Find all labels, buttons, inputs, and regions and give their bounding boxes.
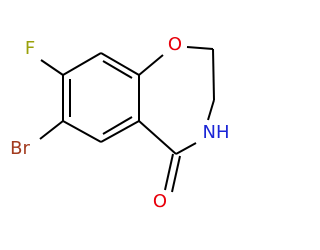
- bond-ar-1: [100, 52, 140, 76]
- bond-ar-6: [62, 52, 102, 76]
- bond-c-o-carbonyl-2: [171, 155, 181, 193]
- atom-f-label: F: [25, 38, 35, 59]
- atom-carbonyl-o-label: O: [153, 191, 167, 212]
- bond-c-o-carbonyl-1: [164, 153, 174, 191]
- bond-ch2-n: [207, 99, 215, 121]
- molecule-diagram: F Br O NH O: [10, 34, 230, 212]
- bond-ar-4: [62, 120, 102, 143]
- bond-ar-inner-2: [102, 116, 133, 135]
- bond-c-br: [39, 120, 64, 140]
- atom-br-label: Br: [10, 138, 30, 159]
- bond-c-f: [40, 59, 64, 76]
- bond-c-ar: [138, 120, 177, 155]
- bond-ch2-ch2: [212, 48, 215, 101]
- bond-o-ch2: [186, 46, 214, 50]
- bond-ar-inner-1: [102, 60, 133, 79]
- bond-c-o: [138, 54, 164, 76]
- bond-ar-3: [100, 120, 140, 143]
- bond-n-c: [175, 142, 197, 155]
- atom-nh-label: NH: [203, 122, 230, 143]
- atom-ring-o-label: O: [168, 34, 182, 55]
